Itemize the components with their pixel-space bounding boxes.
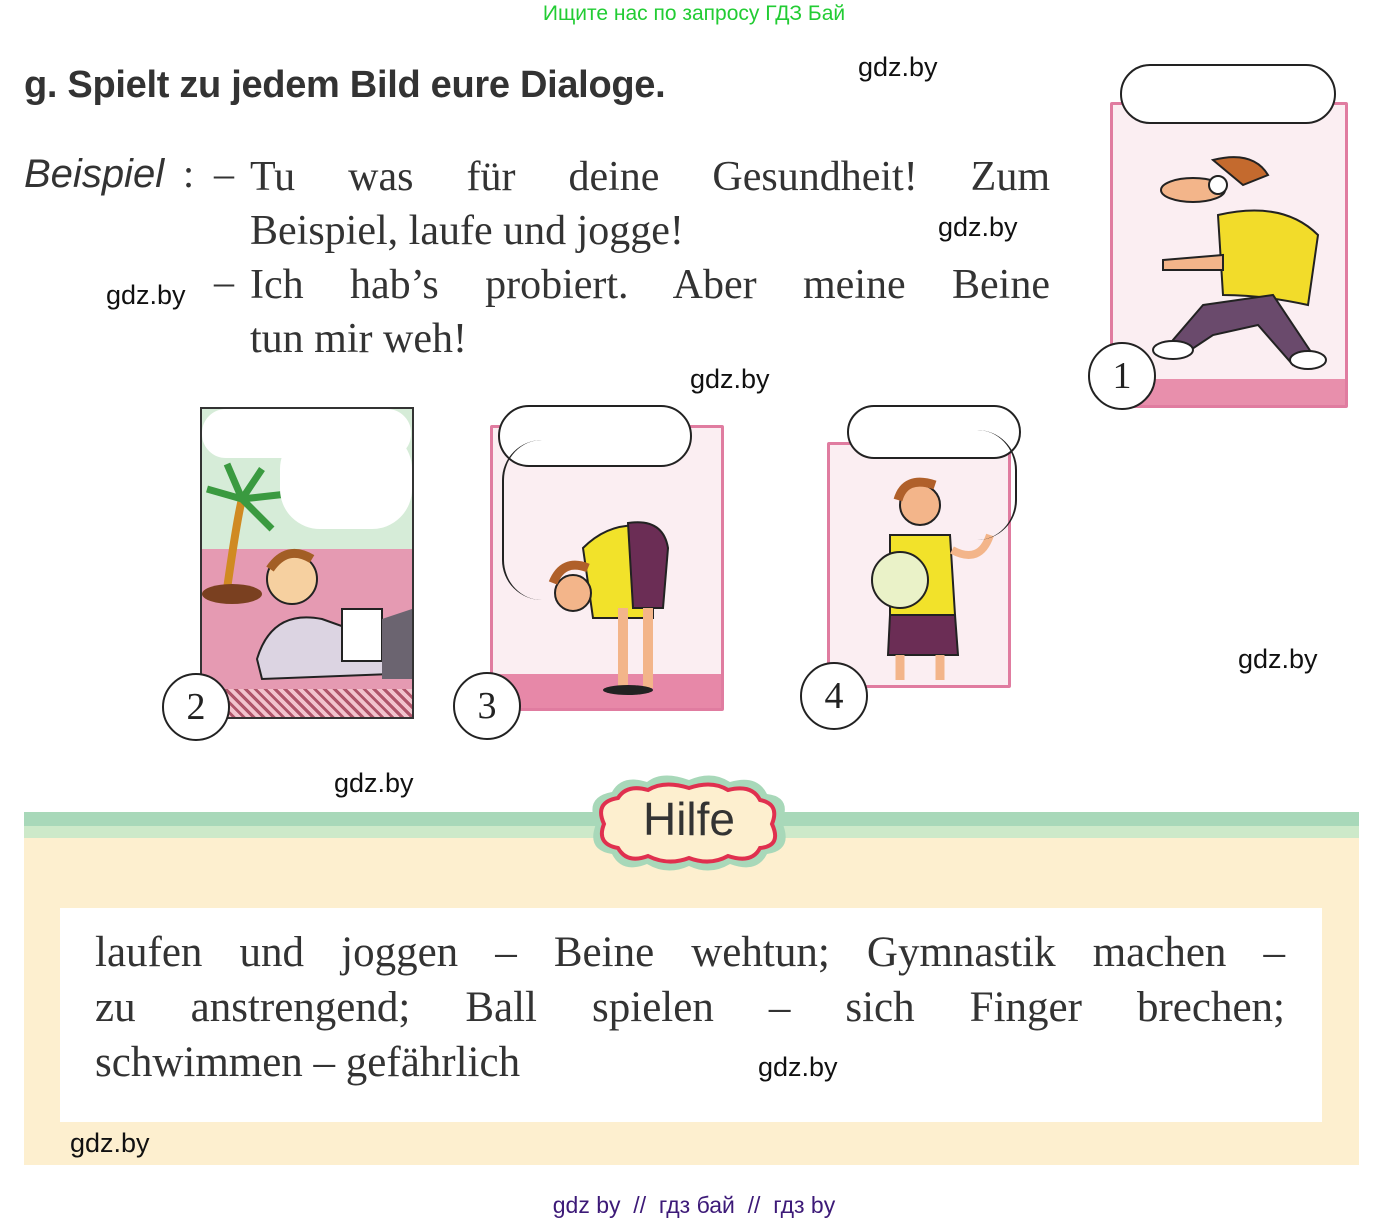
help-label: Hilfe	[642, 793, 736, 845]
speech-bubble-empty	[1120, 64, 1336, 124]
help-line-1: laufen und joggen – Beine wehtun; Gymnas…	[95, 929, 1285, 976]
picture-panel	[490, 425, 724, 711]
picture-3: 3	[450, 400, 730, 745]
search-banner: Ищите нас по запросу ГДЗ Бай	[542, 2, 846, 25]
watermark: gdz.by	[106, 280, 186, 310]
watermark: gdz.by	[334, 768, 414, 798]
speech-bubble-empty	[202, 409, 412, 529]
person-with-ball-illustration	[871, 477, 994, 680]
dialogue-dash: –	[214, 259, 234, 304]
picture-number-badge: 1	[1088, 342, 1156, 410]
picture-panel	[827, 442, 1011, 688]
dialogue-line-3: Ich hab’s probiert. Aber meine Beine	[250, 262, 1050, 308]
dialogue-line-2: Beispiel, laufe und jogge!	[250, 208, 684, 254]
reading-person-illustration	[202, 462, 412, 681]
dialogue-line-4: tun mir weh!	[250, 316, 467, 362]
picture-1: 1	[1088, 60, 1360, 420]
help-line-3: schwimmen – gefährlich	[95, 1039, 521, 1086]
bubble-tail	[975, 430, 1017, 540]
picture-panel	[1110, 102, 1348, 408]
bending-person-illustration	[548, 521, 670, 695]
watermark: gdz.by	[938, 212, 1018, 242]
watermark: gdz.by	[758, 1052, 838, 1082]
picture-number-badge: 2	[162, 673, 230, 741]
help-card	[60, 908, 1322, 1122]
example-label: Beispiel	[24, 152, 165, 196]
help-text: laufen und joggen – Beine wehtun; Gymnas…	[95, 925, 1285, 1090]
picture-number-badge: 4	[800, 662, 868, 730]
watermark: gdz.by	[858, 52, 938, 82]
floor	[202, 689, 412, 717]
task-title: g. Spielt zu jedem Bild eure Dialoge.	[24, 64, 666, 106]
help-cloud-badge	[592, 775, 786, 871]
running-man-illustration	[1152, 156, 1327, 370]
watermark: gdz.by	[70, 1128, 150, 1158]
dialogue-line-1: Tu was für deine Gesundheit! Zum	[250, 154, 1050, 200]
example-colon: :	[183, 151, 195, 196]
watermark: gdz.by	[1238, 644, 1318, 674]
picture-2: 2	[160, 405, 420, 745]
footer-links: gdz by // гдз бай // гдз by	[552, 1192, 836, 1218]
picture-4: 4	[795, 400, 1035, 730]
dialogue-dash: –	[214, 151, 234, 196]
bubble-tail	[502, 440, 544, 600]
watermark: gdz.by	[690, 364, 770, 394]
picture-number-badge: 3	[453, 672, 521, 740]
help-line-2: zu anstrengend; Ball spielen – sich Fing…	[95, 984, 1285, 1031]
